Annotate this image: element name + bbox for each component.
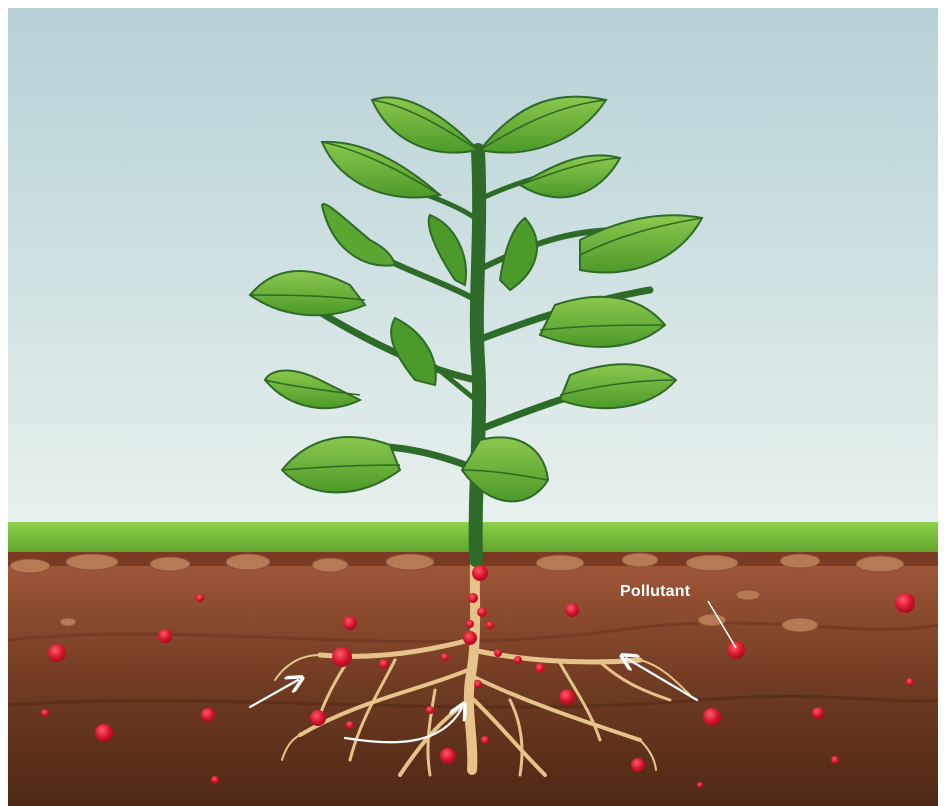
- pollutant-particle: [95, 724, 113, 742]
- pebble: [782, 618, 818, 632]
- pollutant-particle: [895, 593, 915, 613]
- main-stem: [476, 150, 479, 560]
- pollutant-particle: [474, 680, 482, 688]
- pollutant-particle: [158, 629, 172, 643]
- pollutant-particle: [697, 782, 703, 788]
- pollutant-particle: [535, 663, 545, 673]
- pebble: [150, 557, 190, 571]
- pollutant-particle: [211, 776, 219, 784]
- pollutant-particle: [41, 709, 49, 717]
- pollutant-particle: [831, 756, 839, 764]
- pollutant-particle: [48, 644, 66, 662]
- pebble: [856, 556, 904, 572]
- pebble: [66, 554, 118, 570]
- pollutant-particle: [494, 649, 502, 657]
- pollutant-particle: [565, 603, 579, 617]
- pollutant-particle: [426, 706, 434, 714]
- pebble: [312, 558, 348, 572]
- pebble: [780, 554, 820, 568]
- pebble: [536, 555, 584, 571]
- pebble: [736, 590, 760, 600]
- pollutant-particle: [486, 621, 494, 629]
- pollutant-particle: [440, 748, 456, 764]
- pebble: [622, 553, 658, 567]
- pebble: [386, 554, 434, 570]
- pollutant-particle: [727, 641, 745, 659]
- pollutant-particle: [703, 708, 721, 726]
- pollutant-particle: [477, 607, 487, 617]
- pollutant-label: Pollutant: [620, 583, 690, 601]
- pollutant-particle: [466, 620, 474, 628]
- pebble: [10, 559, 50, 573]
- pollutant-particle: [472, 565, 488, 581]
- pollutant-particle: [481, 736, 489, 744]
- pollutant-particle: [514, 656, 522, 664]
- pebble: [226, 554, 270, 570]
- pollutant-particle: [906, 678, 914, 686]
- pollutant-particle: [812, 707, 824, 719]
- pollutant-particle: [559, 689, 575, 705]
- pollutant-particle: [346, 721, 354, 729]
- pollutant-particle: [463, 631, 477, 645]
- pollutant-particle: [379, 659, 389, 669]
- pollutant-particle: [343, 616, 357, 630]
- pollutant-particle: [468, 593, 478, 603]
- pollutant-particle: [441, 653, 449, 661]
- pebble: [686, 555, 738, 571]
- pollutant-particle: [631, 758, 645, 772]
- pollutant-particle: [332, 647, 352, 667]
- pollutant-particle: [310, 710, 326, 726]
- pollutant-particle: [201, 708, 215, 722]
- pebble: [60, 618, 76, 626]
- pollutant-particle: [196, 594, 204, 602]
